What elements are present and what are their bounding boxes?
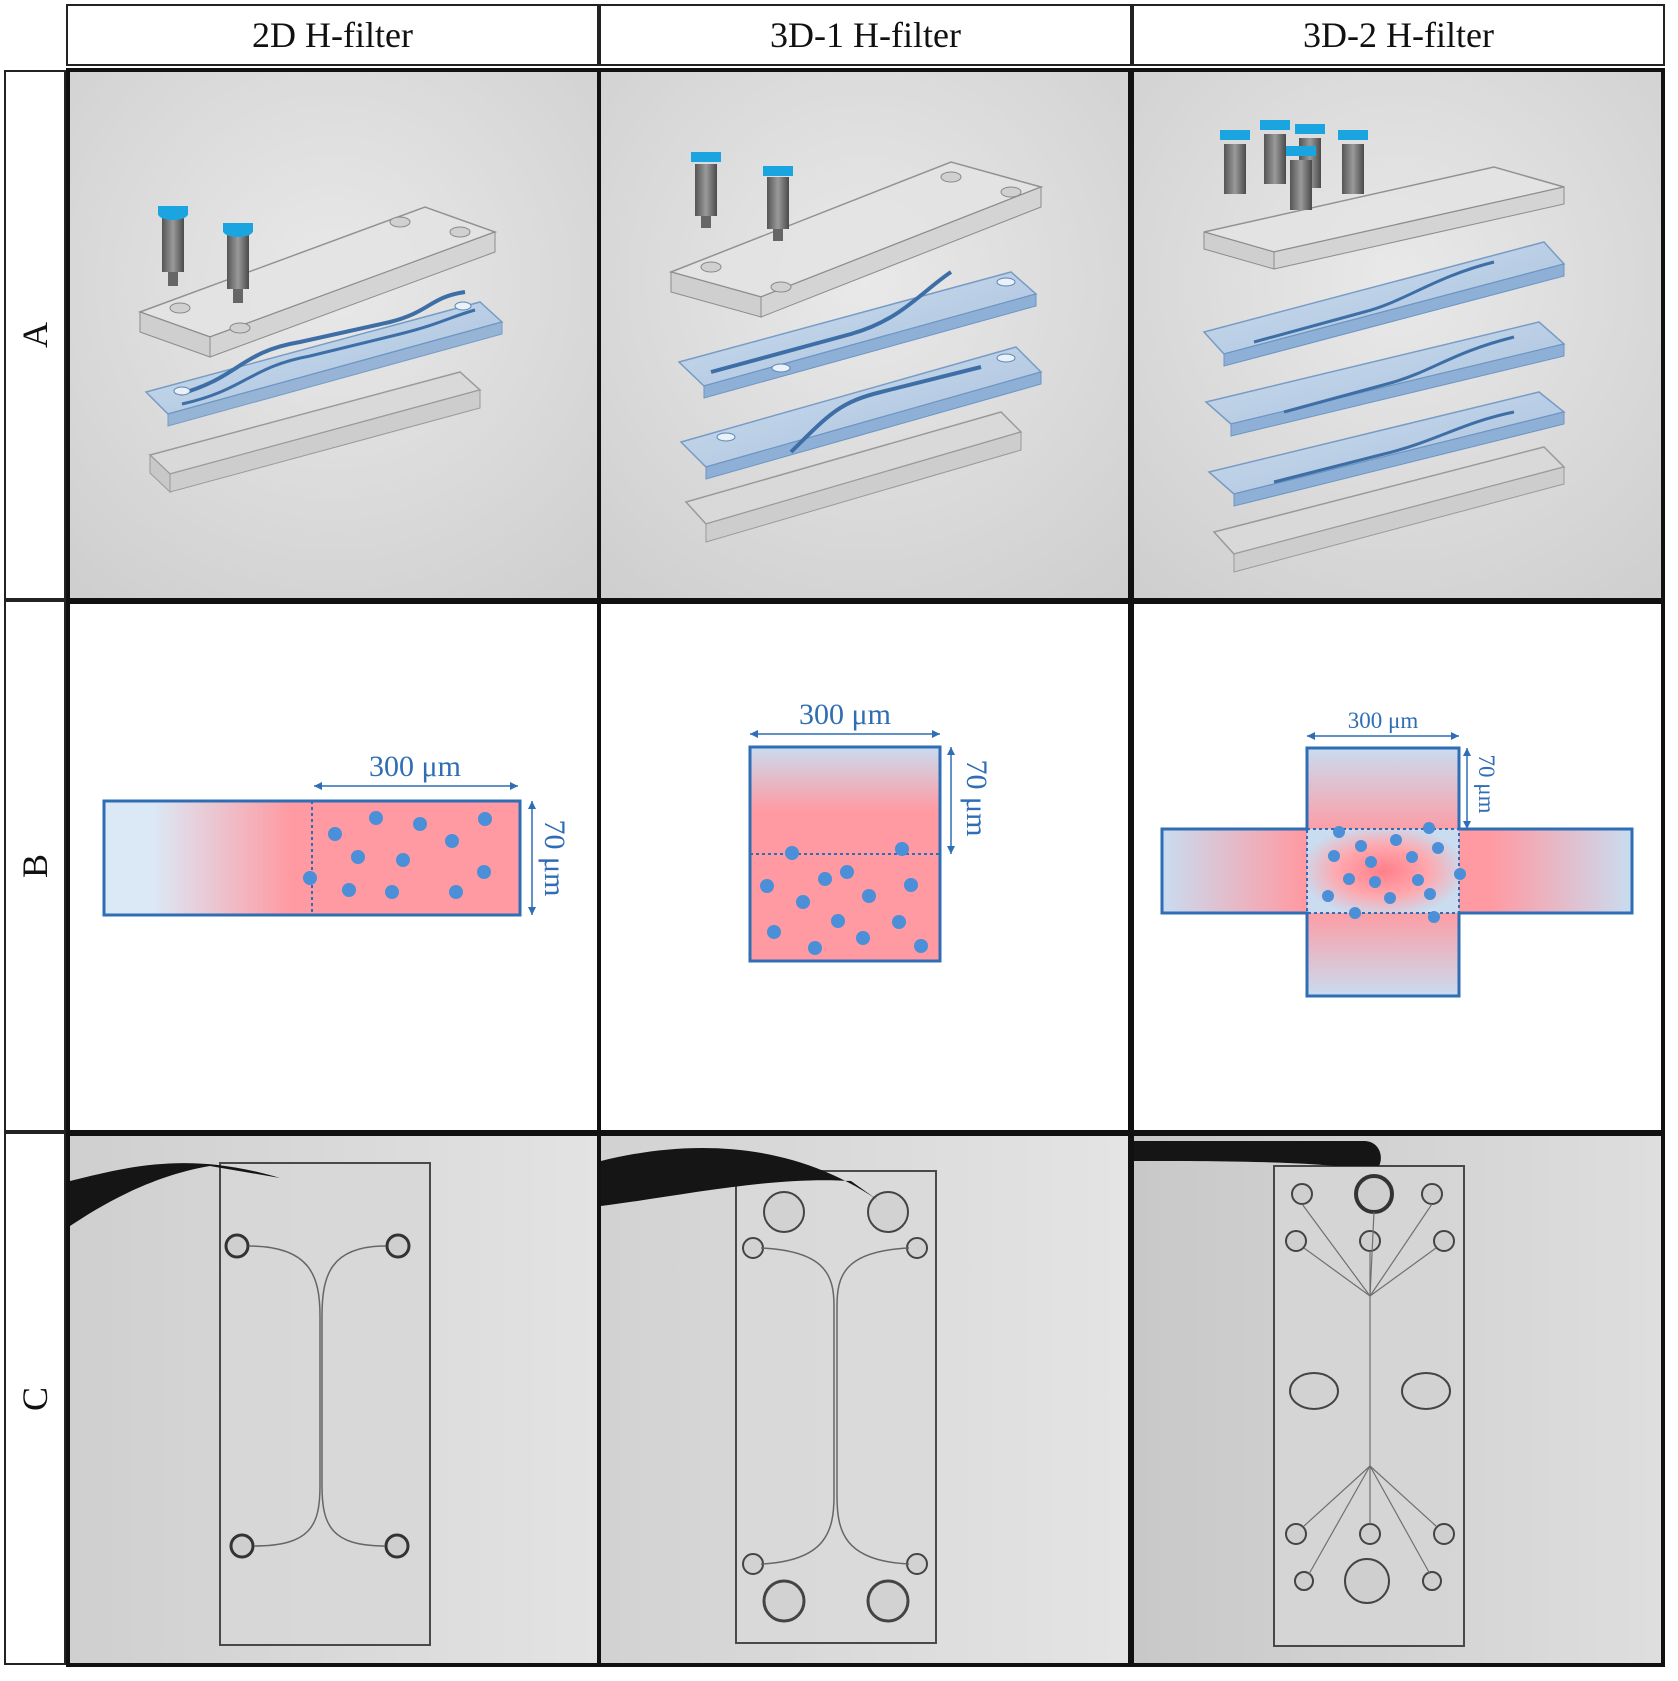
- cell-b-2d-cross-section: 300 μm 70 μm: [66, 600, 601, 1134]
- row-label-c-text: C: [14, 1386, 55, 1411]
- cell-c-2d-photo: [66, 1132, 601, 1667]
- column-header-3d-1: 3D-1 H-filter: [599, 4, 1132, 66]
- cross-section-2d: 300 μm 70 μm: [102, 750, 571, 917]
- cell-a-2d-exploded-render: [66, 68, 601, 602]
- width-dimension-label: 300 μm: [369, 750, 461, 783]
- device-photo-3d-2: [1134, 1136, 1661, 1663]
- height-dimension-label: 70 μm: [960, 760, 993, 837]
- fitting-1: [158, 206, 188, 286]
- cell-b-3d-1-cross-section: 300 μm 70 μm: [597, 600, 1132, 1134]
- row-label-c: C: [4, 1132, 66, 1665]
- cell-c-3d-1-photo: [597, 1132, 1132, 1667]
- device-photo-2d: [70, 1136, 597, 1663]
- exploded-render-2d: [70, 72, 597, 598]
- cell-b-3d-2-cross-section: 300 μm 70 μm: [1130, 600, 1665, 1134]
- height-dimension-label: 70 μm: [538, 820, 571, 897]
- column-header-2d: 2D H-filter: [66, 4, 599, 66]
- row-label-a-text: A: [15, 322, 55, 348]
- cell-a-3d-2-exploded-render: [1130, 68, 1665, 602]
- exploded-render-3d-1: [601, 72, 1128, 598]
- fitting-2: [223, 223, 253, 303]
- height-dimension-label: 70 μm: [1474, 755, 1499, 814]
- cross-section-3d-2: 300 μm 70 μm: [1160, 708, 1634, 998]
- column-header-3d-2: 3D-2 H-filter: [1132, 4, 1665, 66]
- width-dimension-label: 300 μm: [1348, 708, 1419, 733]
- row-label-b-text: B: [14, 853, 55, 879]
- cell-c-3d-2-photo: [1130, 1132, 1665, 1667]
- row-label-a: A: [4, 70, 66, 600]
- width-dimension-label: 300 μm: [799, 698, 891, 731]
- row-label-b: B: [4, 600, 66, 1132]
- device-photo-3d-1: [601, 1136, 1128, 1663]
- cell-a-3d-1-exploded-render: [597, 68, 1132, 602]
- cross-section-3d-1: 300 μm 70 μm: [748, 698, 993, 963]
- exploded-render-3d-2: [1134, 72, 1661, 598]
